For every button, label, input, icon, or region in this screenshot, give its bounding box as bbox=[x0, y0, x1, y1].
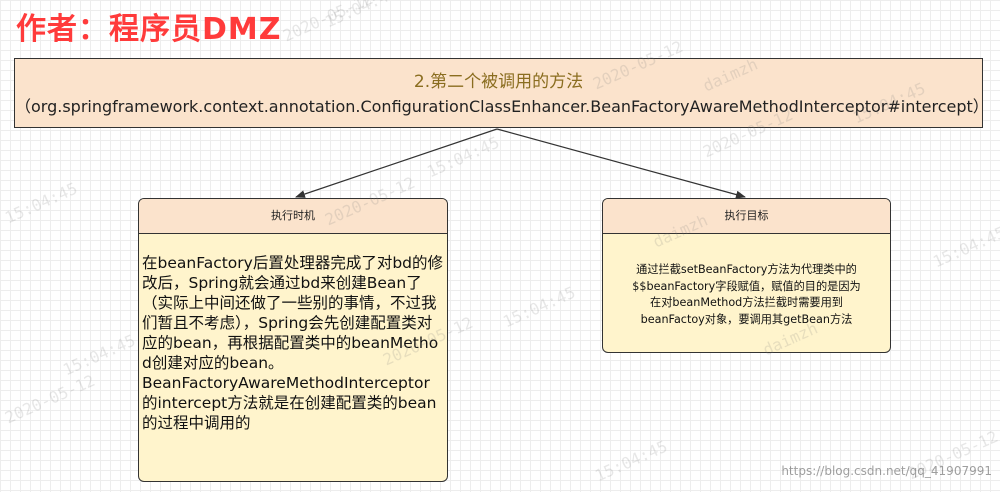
execution-target-card: 执行目标 通过拦截setBeanFactory方法为代理类中的 $$beanFa… bbox=[602, 198, 891, 353]
watermark-date: 2020-05-12 bbox=[280, 0, 376, 46]
author-title: 作者：程序员DMZ bbox=[16, 12, 282, 47]
execution-target-body: 通过拦截setBeanFactory方法为代理类中的 $$beanFactory… bbox=[603, 234, 890, 328]
csdn-watermark: https://blog.csdn.net/qq_41907991 bbox=[781, 464, 992, 478]
watermark-date: 2020-05-12 bbox=[2, 370, 98, 428]
watermark-time: 15:04:45 bbox=[930, 222, 1000, 272]
execution-timing-body: 在beanFactory后置处理器完成了对bd的修改后，Spring就会通过bd… bbox=[139, 234, 447, 433]
arrow-to-execution-timing bbox=[295, 128, 498, 198]
watermark-time: 15:04:45 bbox=[500, 282, 579, 332]
execution-target-line: 通过拦截setBeanFactory方法为代理类中的 bbox=[636, 263, 857, 276]
arrow-to-execution-target bbox=[496, 128, 746, 199]
execution-timing-title: 执行时机 bbox=[139, 199, 447, 234]
execution-timing-card: 执行时机 在beanFactory后置处理器完成了对bd的修改后，Spring就… bbox=[138, 198, 448, 482]
watermark-time: 15:04:45 bbox=[592, 436, 671, 486]
execution-target-title: 执行目标 bbox=[603, 199, 890, 234]
method-signature: （org.springframework.context.annotation.… bbox=[15, 97, 989, 116]
watermark-time: 15:04:45 bbox=[322, 0, 401, 32]
execution-timing-paragraph-2: BeanFactoryAwareMethodInterceptor的interc… bbox=[142, 374, 437, 432]
method-box: 2.第二个被调用的方法 （org.springframework.context… bbox=[14, 58, 989, 128]
execution-target-line: beanFactoy对象，要调用其getBean方法 bbox=[640, 312, 853, 326]
watermark-time: 15:04:45 bbox=[60, 330, 139, 380]
execution-target-line: $$beanFactory字段赋值，赋值的目的是因为 bbox=[632, 279, 861, 293]
method-title: 2.第二个被调用的方法 bbox=[413, 72, 584, 92]
execution-target-line: 在对beanMethod方法拦截时需要用到 bbox=[650, 296, 843, 309]
watermark-time: 15:04:45 bbox=[424, 132, 503, 182]
watermark-time: 15:04:45 bbox=[2, 178, 81, 228]
execution-timing-paragraph-1: 在beanFactory后置处理器完成了对bd的修改后，Spring就会通过bd… bbox=[142, 254, 443, 372]
